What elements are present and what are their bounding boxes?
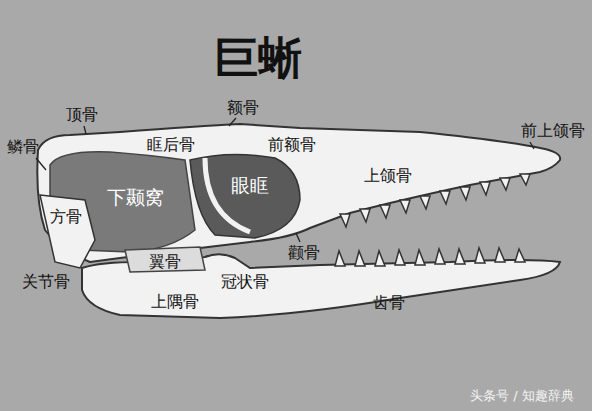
bone-label: 颧骨 (288, 244, 320, 262)
bone-label: 关节骨 (22, 273, 70, 291)
quadrate-bone (40, 195, 95, 268)
bone-label: 鳞骨 (7, 138, 39, 156)
bone-label: 顶骨 (66, 106, 98, 124)
bone-label: 上隅骨 (151, 293, 199, 311)
bone-label: 前额骨 (268, 136, 316, 154)
bone-label: 翼骨 (149, 253, 181, 271)
region-label: 眼眶 (231, 175, 269, 197)
bone-label: 眶后骨 (147, 136, 195, 154)
watermark: 头条号 / 知趣辞典 (470, 389, 574, 404)
region-label: 下颞窝 (107, 187, 164, 209)
pterygoid-bone (125, 247, 205, 272)
bone-label: 前上颌骨 (521, 122, 585, 140)
leader-lines (36, 118, 534, 242)
bone-label: 上颌骨 (364, 167, 412, 185)
bone-label: 额骨 (227, 99, 259, 117)
bone-label: 冠状骨 (221, 273, 269, 291)
bone-label: 齿骨 (373, 294, 405, 312)
bone-label: 方骨 (50, 208, 82, 226)
orbit (190, 154, 300, 238)
diagram-title: 巨蜥 (214, 34, 302, 82)
cranium (37, 124, 560, 262)
lower-teeth (335, 248, 525, 266)
